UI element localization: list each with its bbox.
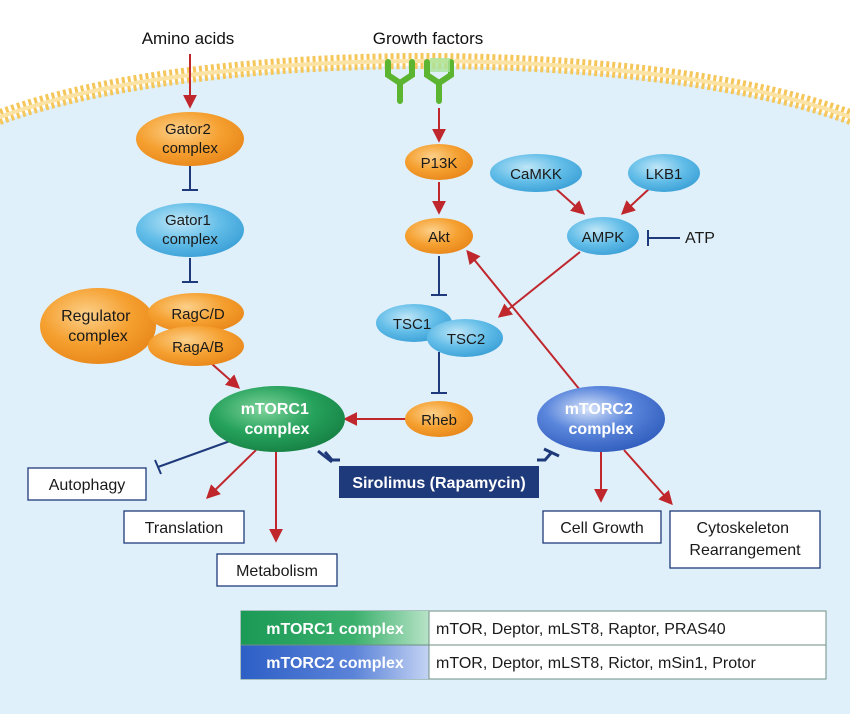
atp-label: ATP (685, 230, 715, 247)
ragab-label: RagA/B (172, 339, 224, 356)
mtorc1-node: mTORC1 complex (209, 386, 345, 452)
growth-factors-label: Growth factors (373, 29, 484, 48)
translation-label: Translation (145, 520, 224, 537)
legend-mtorc1-components: mTOR, Deptor, mLST8, Raptor, PRAS40 (436, 621, 726, 638)
svg-text:Cytoskeleton Rearrangeme: Cytoskeleton Rearrangement (689, 520, 801, 559)
camkk-node: CaMKK (490, 154, 582, 192)
sirolimus-label: Sirolimus (Rapamycin) (352, 475, 525, 492)
legend-mtorc2-components: mTOR, Deptor, mLST8, Rictor, mSin1, Prot… (436, 655, 756, 672)
inhibition-lines (154, 166, 680, 475)
mtorc1-label: mTORC1 (241, 401, 309, 418)
arrow-ragab-mtorc1 (211, 363, 241, 389)
legend-mtorc1-label: mTORC1 complex (266, 621, 404, 638)
pi3k-node: P13K (405, 144, 473, 180)
arrow-lkb1-ampk (620, 187, 651, 215)
metabolism-box: Metabolism (216, 553, 338, 587)
autophagy-label: Autophagy (49, 477, 126, 494)
ragab-node: RagA/B (148, 326, 244, 366)
sirolimus-box (339, 466, 539, 498)
svg-text:Gator2 complex: Gator2 complex (162, 121, 218, 157)
legend-table: mTORC1 complex mTOR, Deptor, mLST8, Rapt… (240, 610, 827, 680)
arrow-camkk-ampk (554, 187, 586, 215)
cytoskeleton-label: Cytoskeleton (697, 520, 790, 537)
metabolism-label: Metabolism (236, 563, 318, 580)
ragcd-node: RagC/D (148, 293, 244, 333)
cell-growth-box: Cell Growth (542, 510, 662, 544)
ragcd-label: RagC/D (171, 306, 225, 323)
camkk-label: CaMKK (510, 166, 562, 183)
svg-text:mTORC2 complex: mTORC2 complex (565, 401, 638, 438)
gator2-label: Gator2 (165, 121, 211, 138)
arrow-mtorc2-akt (466, 249, 581, 391)
amino-acids-label: Amino acids (142, 29, 235, 48)
svg-text:Gator1 complex: Gator1 complex (162, 212, 218, 248)
cell-membrane (0, 52, 850, 115)
autophagy-box: Autophagy (27, 467, 147, 501)
arrow-mtorc2-cytoskeleton (623, 449, 673, 506)
ragulator-node: Regulator complex (40, 288, 156, 364)
gator1-node: Gator1 complex (136, 203, 244, 257)
cell-growth-label: Cell Growth (560, 520, 644, 537)
ragulator-label: Regulator (61, 308, 131, 325)
svg-text:mTORC1 complex: mTORC1 complex (241, 401, 314, 438)
mtorc2-node: mTORC2 complex (537, 386, 665, 452)
akt-label: Akt (428, 229, 451, 246)
arrow-ampk-tsc2 (497, 251, 581, 318)
tsc2-label: TSC2 (447, 331, 485, 348)
mtorc2-label: mTORC2 (565, 401, 633, 418)
translation-box: Translation (123, 510, 245, 544)
legend-mtorc2-label: mTORC2 complex (266, 655, 404, 672)
ampk-node: AMPK (567, 217, 639, 255)
gator1-label: Gator1 (165, 212, 211, 229)
tsc2-node: TSC2 (427, 319, 503, 357)
activation-arrows (183, 54, 673, 543)
receptor-icon (424, 59, 454, 104)
receptor-icon (385, 59, 415, 104)
gator2-node: Gator2 complex (136, 112, 244, 166)
legend-mtorc2-swatch (241, 645, 429, 679)
lkb1-label: LKB1 (646, 166, 683, 183)
sirolimus-inhibition (317, 447, 560, 464)
akt-node: Akt (405, 218, 473, 254)
rheb-node: Rheb (405, 401, 473, 437)
svg-text:Regulator complex: Regulator complex (61, 308, 135, 345)
cytoskeleton-box: Cytoskeleton Rearrangement (669, 510, 821, 569)
rheb-label: Rheb (421, 412, 457, 429)
arrow-mtorc1-translation (205, 449, 257, 499)
ampk-label: AMPK (582, 229, 625, 246)
tsc1-label: TSC1 (393, 316, 431, 333)
lkb1-node: LKB1 (628, 154, 700, 192)
legend-mtorc1-swatch (241, 611, 429, 645)
pi3k-label: P13K (421, 155, 458, 172)
